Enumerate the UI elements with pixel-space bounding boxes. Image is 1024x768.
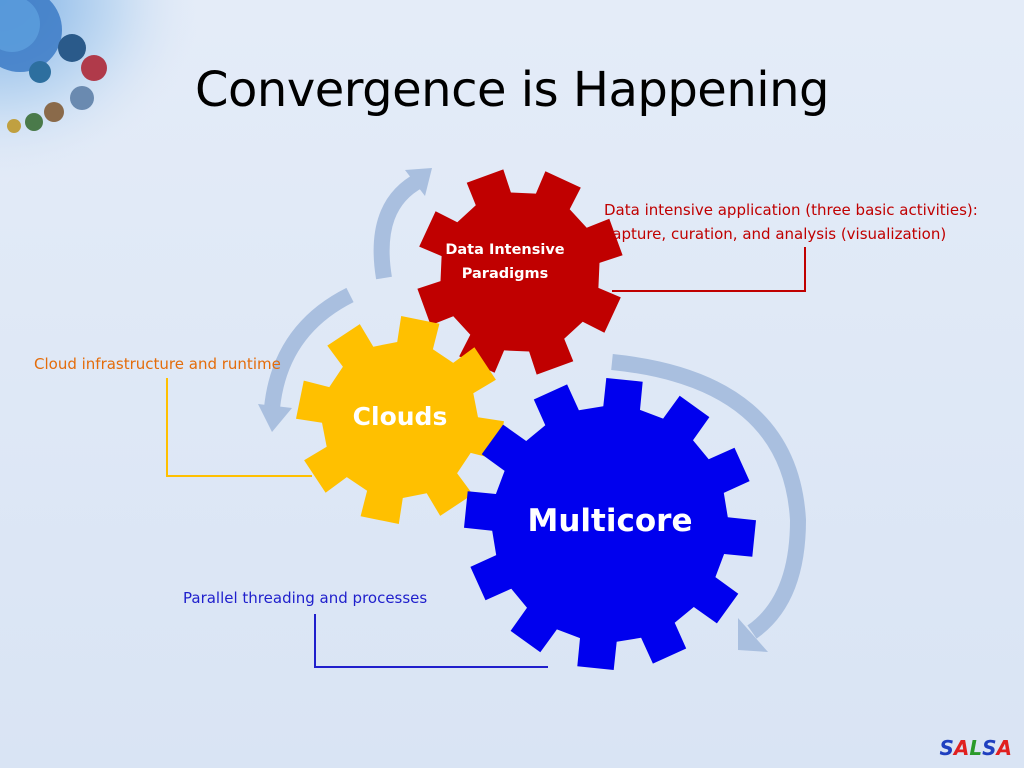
note-multicore: Parallel threading and processes (183, 589, 428, 607)
logo-letter-5: A (996, 736, 1012, 760)
logo-letter-2: A (953, 736, 970, 760)
logo-letter-3: L (969, 736, 983, 760)
gear-clouds-label: Clouds (352, 402, 448, 431)
gear-data-intensive (417, 169, 623, 375)
globe-decoration-icon (0, 0, 107, 133)
arrow-to-clouds (264, 287, 354, 409)
arrow-to-data (373, 172, 425, 280)
gear-data-shape (417, 169, 623, 375)
leader-line-clouds (166, 378, 312, 477)
gear-multicore (464, 378, 756, 670)
arrow-to-data-head (405, 168, 432, 196)
gear-clouds-shape (296, 316, 504, 524)
arrow-to-multicore (611, 354, 807, 639)
leader-line-multicore (314, 614, 548, 668)
note-clouds: Cloud infrastructure and runtime (34, 355, 281, 373)
note-data-line2: capture, curation, and analysis (visuali… (604, 225, 947, 243)
page-title: Convergence is Happening (195, 62, 829, 118)
logo-letter-4: S (982, 736, 997, 760)
gear-data-label: Data Intensive Paradigms (420, 238, 590, 286)
gear-multi-shape (464, 378, 756, 670)
logo-letter-1: S (939, 736, 954, 760)
gear-data-label-line2: Paradigms (461, 266, 549, 282)
arrow-to-clouds-head (258, 404, 292, 432)
gear-data-label-line1: Data Intensive (445, 242, 565, 258)
leader-line-data (612, 247, 806, 292)
note-data-intensive: Data intensive application (three basic … (604, 198, 1019, 246)
gear-multicore-label: Multicore (527, 503, 693, 539)
arrow-to-multicore-head (738, 618, 768, 652)
salsa-logo: SALSA (939, 736, 1012, 760)
note-data-line1: Data intensive application (three basic … (604, 201, 978, 219)
gear-clouds (296, 316, 504, 524)
